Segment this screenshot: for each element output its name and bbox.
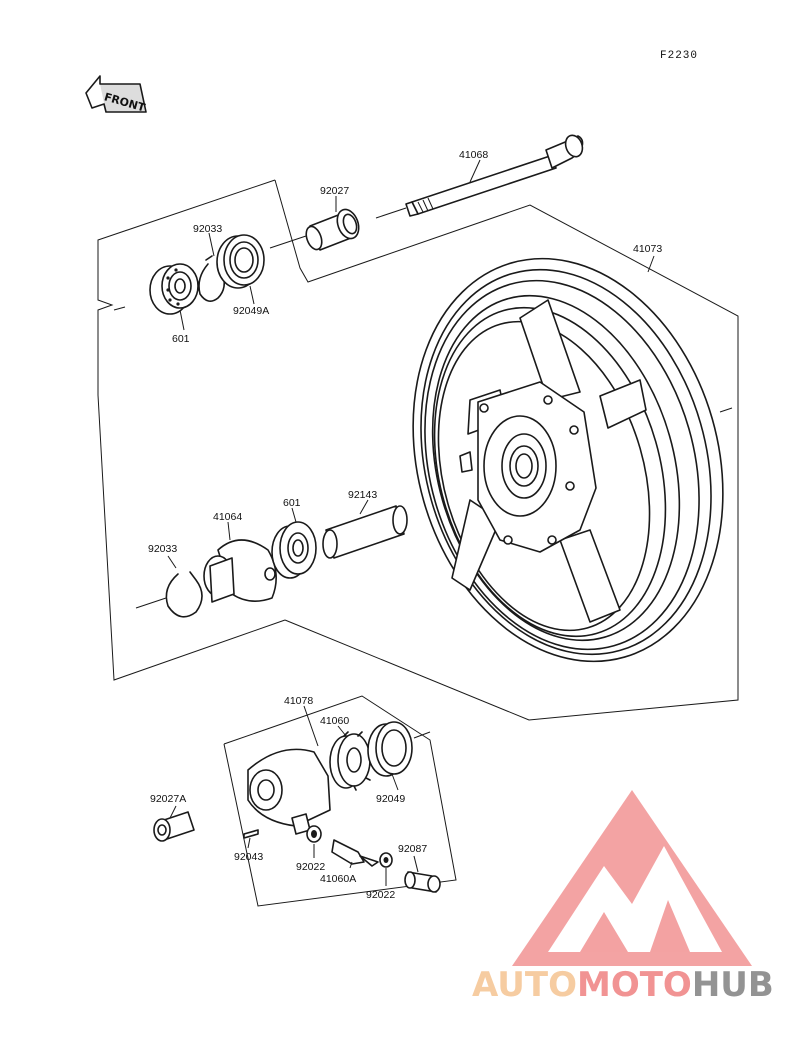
label-41073: 41073 (633, 243, 662, 255)
watermark-auto: AUTO (472, 965, 577, 1005)
watermark-logo: AUTOMOTOHUB (472, 790, 774, 1005)
leader-lines (167, 159, 655, 886)
washer-right (379, 852, 393, 868)
washer-left (306, 825, 322, 843)
watermark-moto: MOTO (577, 965, 692, 1005)
label-92049: 92049 (376, 793, 405, 805)
label-601-top: 601 (172, 333, 190, 345)
collar-left (153, 811, 195, 842)
svg-text:AUTOMOTOHUB: AUTOMOTOHUB (472, 965, 774, 1005)
spacer-tube (322, 505, 408, 559)
label-41060: 41060 (320, 715, 349, 727)
drive-gear (329, 731, 375, 791)
collar-spacer (305, 208, 360, 251)
pin (243, 829, 259, 839)
label-92022-left: 92022 (296, 861, 325, 873)
label-92022-right: 92022 (366, 889, 395, 901)
gear-housing (247, 748, 331, 835)
watermark-hub: HUB (692, 965, 774, 1005)
label-92027-top: 92027 (320, 185, 349, 197)
label-41064: 41064 (213, 511, 242, 523)
label-92033-top: 92033 (193, 223, 222, 235)
label-601-mid: 601 (283, 497, 301, 509)
label-92087: 92087 (398, 843, 427, 855)
label-41060A: 41060A (320, 873, 356, 885)
assembly-frame-lower (223, 695, 457, 907)
axle-shaft (269, 134, 584, 249)
bearing-mid (271, 521, 317, 579)
oil-seal-top (216, 234, 265, 289)
circlip-mid (165, 571, 203, 618)
bushing (404, 871, 441, 893)
wheel-rim (412, 257, 724, 663)
circlip-top (198, 261, 226, 302)
pinion-gear (331, 839, 379, 867)
label-92143: 92143 (348, 489, 377, 501)
speedometer-coupling (203, 539, 277, 603)
figure-code: F2230 (660, 50, 698, 62)
label-92033-mid: 92033 (148, 543, 177, 555)
label-41068: 41068 (459, 149, 488, 161)
front-arrow-icon: FRONT (85, 75, 147, 115)
label-92043: 92043 (234, 851, 263, 863)
assembly-frame-upper (97, 179, 276, 345)
label-41078: 41078 (284, 695, 313, 707)
watermark-triangle-icon (512, 790, 752, 966)
oil-seal-lower (367, 721, 413, 777)
label-92049A: 92049A (233, 305, 269, 317)
label-92027A: 92027A (150, 793, 186, 805)
bearing-top (149, 263, 199, 315)
